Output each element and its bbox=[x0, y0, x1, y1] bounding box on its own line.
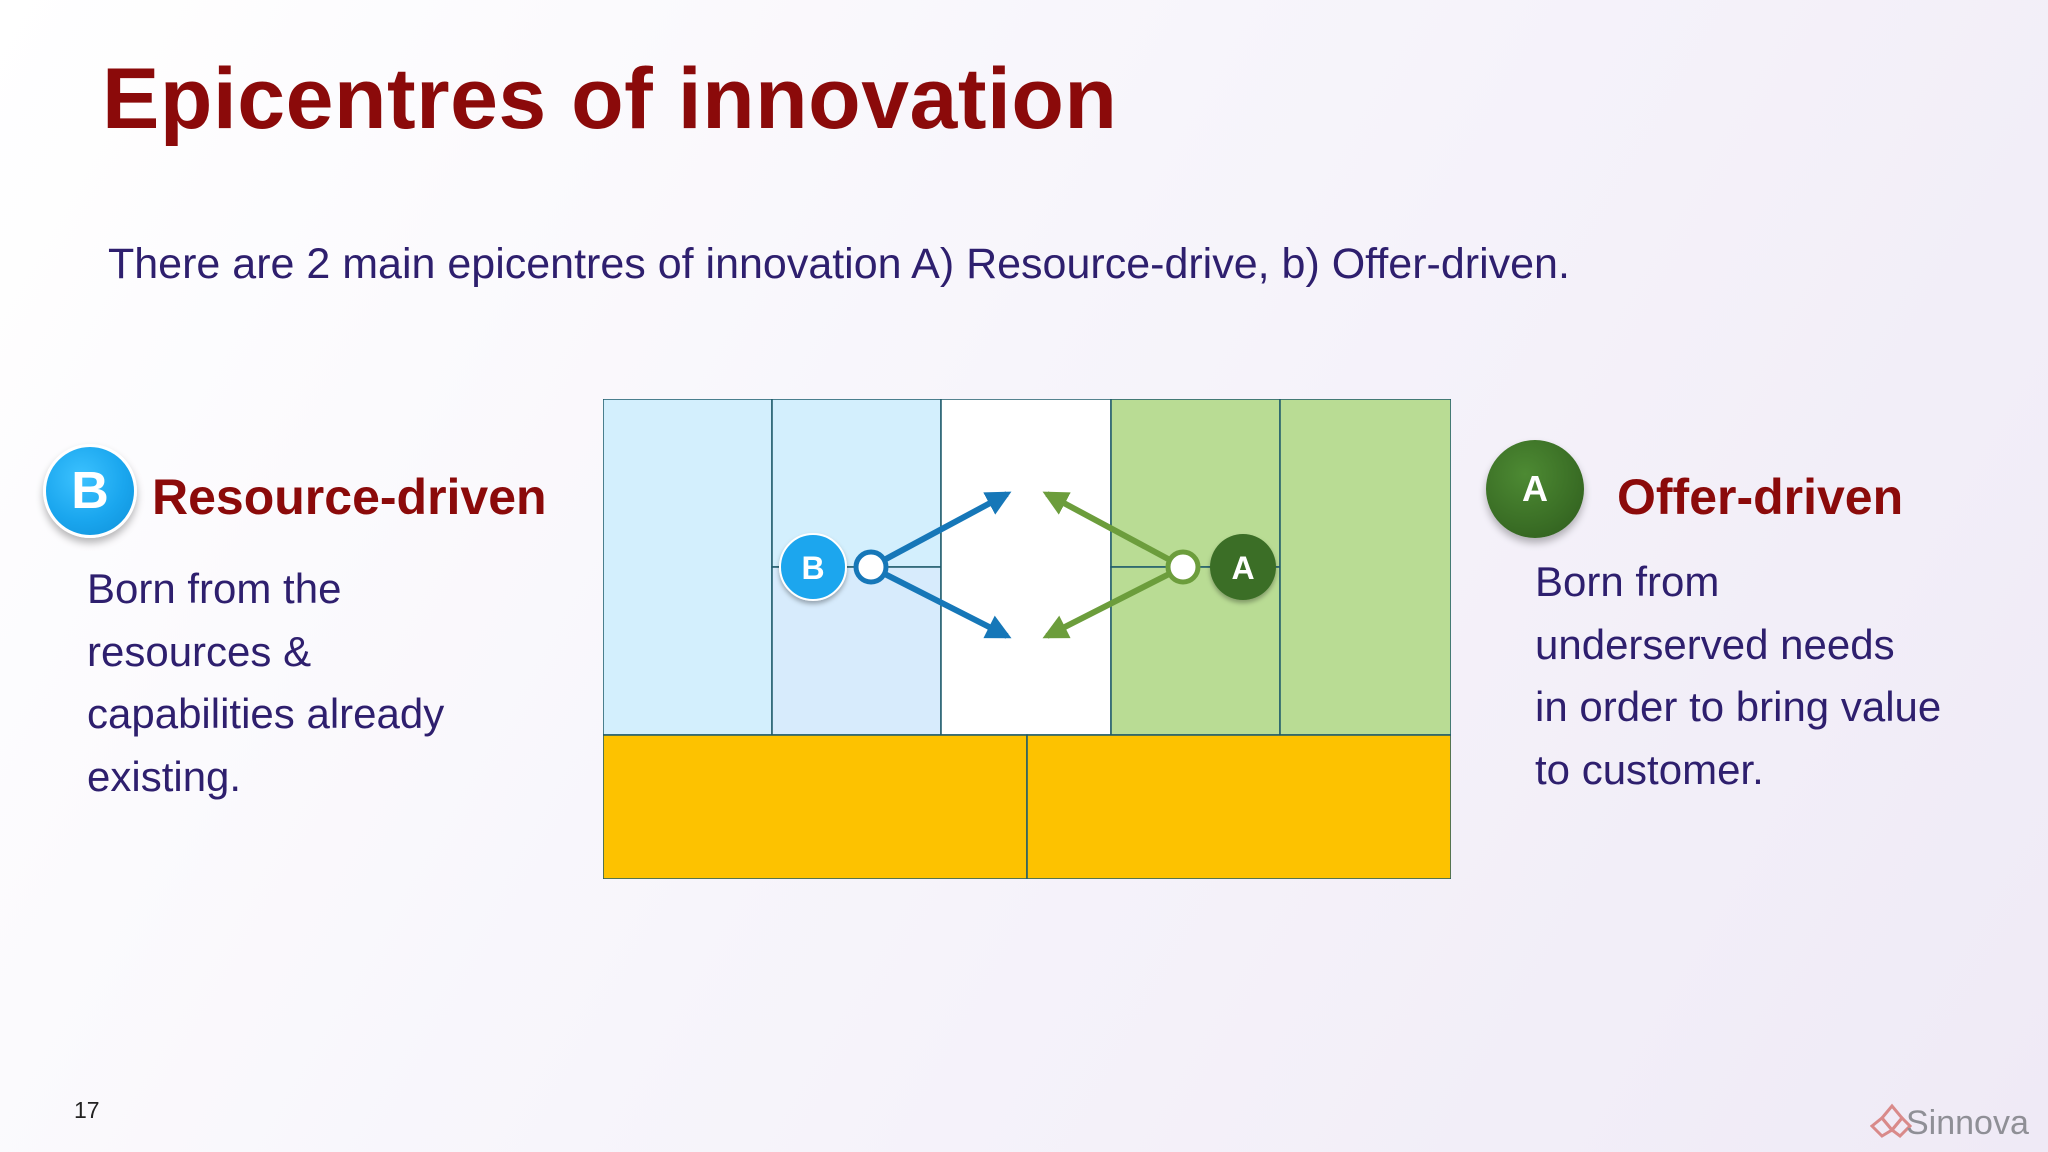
diagram-marker-a bbox=[1210, 534, 1276, 600]
epicentre-diagram: B A bbox=[603, 399, 1451, 879]
resource-driven-heading: Resource-driven bbox=[152, 469, 547, 525]
offer-driven-description: Born from underserved needs in order to … bbox=[1535, 551, 1941, 801]
diagram-marker-b bbox=[779, 533, 847, 601]
resource-driven-line: capabilities already bbox=[87, 690, 445, 737]
resource-driven-description: Born from the resources & capabilities a… bbox=[87, 558, 444, 808]
canvas-block-cost-structure bbox=[603, 734, 1028, 879]
canvas-block-customer-segments bbox=[1279, 399, 1451, 736]
diagram-marker-b-label: B bbox=[801, 550, 824, 586]
offer-origin-point bbox=[1165, 549, 1201, 585]
resource-driven-line: Born from the bbox=[87, 565, 342, 612]
offer-driven-line: in order to bring value bbox=[1535, 683, 1942, 730]
offer-driven-badge: A bbox=[1486, 440, 1584, 538]
offer-driven-line: Born from bbox=[1535, 558, 1720, 605]
canvas-block-revenue-streams bbox=[1026, 734, 1451, 879]
sinnova-logo-text: Sinnova bbox=[1906, 1104, 2029, 1140]
slide-subtitle: There are 2 main epicentres of innovatio… bbox=[108, 240, 1570, 288]
resource-origin-point bbox=[853, 549, 889, 585]
canvas-block-key-partners bbox=[603, 399, 773, 736]
offer-driven-line: to customer. bbox=[1535, 745, 1764, 793]
slide-title: Epicentres of innovation bbox=[102, 51, 1118, 147]
offer-driven-line: underserved needs bbox=[1535, 620, 1895, 668]
page-number: 17 bbox=[74, 1097, 100, 1123]
resource-arrow-down bbox=[869, 564, 1012, 639]
offer-driven-heading: Offer-driven bbox=[1617, 469, 1904, 525]
sinnova-logo-icon bbox=[1870, 1103, 1913, 1138]
canvas-block-value-proposition bbox=[940, 399, 1112, 736]
sinnova-logo: Sinnova bbox=[1870, 1103, 2029, 1140]
diagram-marker-a-label: A bbox=[1231, 550, 1254, 586]
offer-arrow-down bbox=[1042, 564, 1185, 639]
resource-arrow-up bbox=[869, 491, 1012, 570]
resource-driven-line: resources & bbox=[87, 627, 312, 675]
resource-driven-badge: B bbox=[43, 444, 137, 538]
offer-arrow-up bbox=[1042, 491, 1185, 570]
resource-driven-line: existing. bbox=[87, 752, 242, 800]
